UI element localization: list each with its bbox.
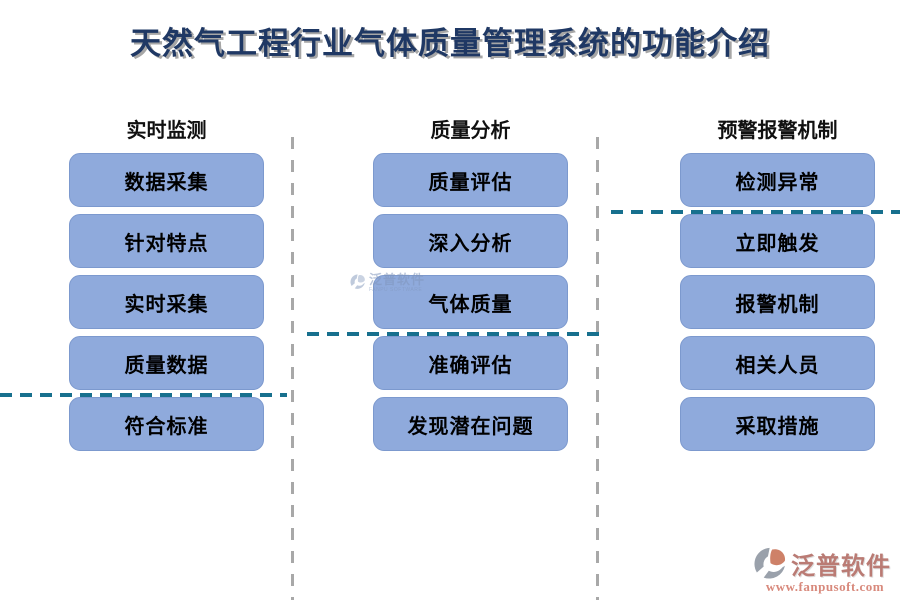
feature-box: 质量评估 bbox=[373, 153, 568, 207]
column-divider-right bbox=[596, 137, 599, 600]
teal-dashed-line-col1 bbox=[0, 393, 287, 397]
footer-logo-row: 泛普软件 bbox=[752, 546, 898, 581]
feature-box: 报警机制 bbox=[680, 275, 875, 329]
column-quality-analysis: 质量分析 质量评估 深入分析 气体质量 准确评估 发现潜在问题 bbox=[373, 112, 568, 458]
column-divider-left bbox=[291, 137, 294, 600]
column-alert-mechanism: 预警报警机制 检测异常 立即触发 报警机制 相关人员 采取措施 bbox=[680, 112, 875, 458]
column-header: 实时监测 bbox=[126, 120, 207, 142]
feature-box: 检测异常 bbox=[680, 153, 875, 207]
fanpu-logo-icon bbox=[754, 547, 786, 579]
feature-box: 实时采集 bbox=[69, 275, 264, 329]
feature-box: 立即触发 bbox=[680, 214, 875, 268]
feature-box: 气体质量 bbox=[373, 275, 568, 329]
footer-logo: 泛普软件 www.fanpusoft.com bbox=[752, 546, 898, 595]
feature-box: 准确评估 bbox=[373, 336, 568, 390]
fanpu-watermark-icon bbox=[350, 274, 365, 289]
feature-box: 数据采集 bbox=[69, 153, 264, 207]
feature-box: 深入分析 bbox=[373, 214, 568, 268]
column-header: 预警报警机制 bbox=[717, 120, 838, 142]
feature-box: 针对特点 bbox=[69, 214, 264, 268]
logo-name: 泛普软件 bbox=[791, 554, 891, 580]
feature-box: 符合标准 bbox=[69, 397, 264, 451]
teal-dashed-line-col2 bbox=[307, 332, 600, 336]
feature-box: 质量数据 bbox=[69, 336, 264, 390]
feature-box: 采取措施 bbox=[680, 397, 875, 451]
page-title: 天然气工程行业气体质量管理系统的功能介绍 bbox=[130, 26, 770, 61]
feature-box: 相关人员 bbox=[680, 336, 875, 390]
feature-box: 发现潜在问题 bbox=[373, 397, 568, 451]
teal-dashed-line-col3 bbox=[611, 210, 900, 214]
logo-url: www.fanpusoft.com bbox=[765, 579, 885, 594]
column-header: 质量分析 bbox=[430, 120, 511, 142]
column-realtime-monitoring: 实时监测 数据采集 针对特点 实时采集 质量数据 符合标准 bbox=[69, 112, 264, 458]
